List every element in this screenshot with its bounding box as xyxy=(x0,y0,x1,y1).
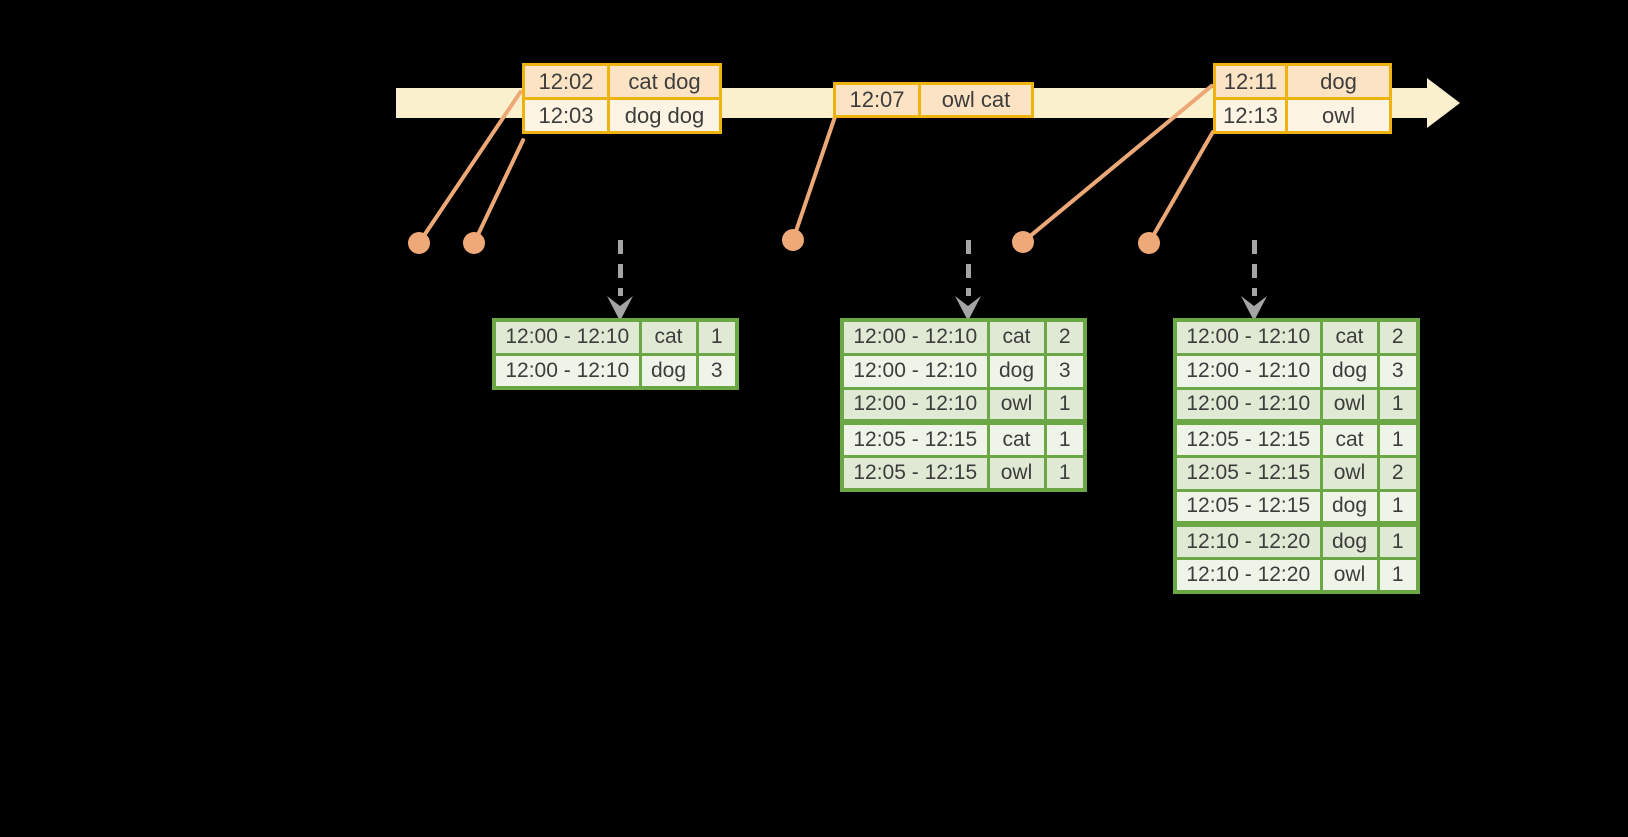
count-cell: 1 xyxy=(695,318,739,356)
word-cell: cat xyxy=(986,318,1047,356)
count-cell: 1 xyxy=(1043,419,1087,458)
count-cell: 2 xyxy=(1376,318,1420,356)
word-cell: owl xyxy=(1319,556,1380,594)
event-marker-dot-1 xyxy=(408,232,430,254)
word-cell: cat xyxy=(1319,419,1380,458)
result-row: 12:00 - 12:10 cat 1 xyxy=(492,318,739,356)
window-cell: 12:00 - 12:10 xyxy=(840,352,990,390)
event-time-cell: 12:11 xyxy=(1213,63,1288,100)
result-row: 12:00 - 12:10 owl 1 xyxy=(840,386,1087,424)
arrow-dash-line xyxy=(1251,240,1257,296)
window-cell: 12:00 - 12:10 xyxy=(840,318,990,356)
word-cell: owl xyxy=(1319,454,1380,492)
word-cell: dog xyxy=(1319,521,1380,560)
word-cell: owl xyxy=(986,454,1047,492)
event-time-cell: 12:13 xyxy=(1213,97,1288,134)
count-cell: 1 xyxy=(1043,386,1087,424)
result-row: 12:00 - 12:10 dog 3 xyxy=(1173,352,1420,390)
result-row: 12:05 - 12:15 owl 1 xyxy=(840,454,1087,492)
arrow-dash-line xyxy=(617,240,623,296)
event-marker-dot-3 xyxy=(782,229,804,251)
word-cell: dog xyxy=(986,352,1047,390)
word-cell: dog xyxy=(1319,352,1380,390)
event-batch-table-2: 12:07 owl cat xyxy=(833,82,1034,118)
event-marker-dot-2 xyxy=(463,232,485,254)
word-cell: cat xyxy=(638,318,699,356)
count-cell: 1 xyxy=(1043,454,1087,492)
event-words-cell: owl xyxy=(1285,97,1392,134)
event-words-cell: cat dog xyxy=(607,63,722,100)
count-cell: 3 xyxy=(1376,352,1420,390)
count-cell: 1 xyxy=(1376,556,1420,594)
event-batch-table-1: 12:02 cat dog 12:03 dog dog xyxy=(522,63,722,134)
window-cell: 12:10 - 12:20 xyxy=(1173,556,1323,594)
result-row: 12:05 - 12:15 dog 1 xyxy=(1173,488,1420,526)
event-row: 12:02 cat dog xyxy=(522,63,722,100)
event-row: 12:03 dog dog xyxy=(522,97,722,134)
window-cell: 12:00 - 12:10 xyxy=(492,352,642,390)
word-cell: owl xyxy=(986,386,1047,424)
count-cell: 3 xyxy=(1043,352,1087,390)
window-cell: 12:10 - 12:20 xyxy=(1173,521,1323,560)
arrow-chevron-icon xyxy=(955,296,981,321)
count-cell: 1 xyxy=(1376,386,1420,424)
arrow-chevron-icon xyxy=(1241,296,1267,321)
window-cell: 12:00 - 12:10 xyxy=(1173,318,1323,356)
result-row: 12:05 - 12:15 cat 1 xyxy=(840,419,1087,458)
event-connector-line-5 xyxy=(1147,129,1216,244)
result-table-1: 12:00 - 12:10 cat 1 12:00 - 12:10 dog 3 xyxy=(492,318,739,390)
count-cell: 1 xyxy=(1376,521,1420,560)
word-cell: dog xyxy=(638,352,699,390)
event-marker-dot-5 xyxy=(1138,232,1160,254)
result-table-2: 12:00 - 12:10 cat 2 12:00 - 12:10 dog 3 … xyxy=(840,318,1087,492)
window-cell: 12:00 - 12:10 xyxy=(492,318,642,356)
result-row: 12:05 - 12:15 owl 2 xyxy=(1173,454,1420,492)
timeline-arrowhead-icon xyxy=(1427,78,1460,128)
result-row: 12:05 - 12:15 cat 1 xyxy=(1173,419,1420,458)
window-cell: 12:00 - 12:10 xyxy=(1173,386,1323,424)
window-cell: 12:00 - 12:10 xyxy=(840,386,990,424)
result-row: 12:10 - 12:20 owl 1 xyxy=(1173,556,1420,594)
count-cell: 3 xyxy=(695,352,739,390)
count-cell: 1 xyxy=(1376,419,1420,458)
event-marker-dot-4 xyxy=(1012,231,1034,253)
result-table-3: 12:00 - 12:10 cat 2 12:00 - 12:10 dog 3 … xyxy=(1173,318,1420,594)
word-cell: cat xyxy=(1319,318,1380,356)
count-cell: 1 xyxy=(1376,488,1420,526)
word-cell: cat xyxy=(986,419,1047,458)
arrow-chevron-icon xyxy=(607,296,633,321)
event-words-cell: owl cat xyxy=(918,82,1034,118)
event-row: 12:07 owl cat xyxy=(833,82,1034,118)
arrow-dash-line xyxy=(965,240,971,296)
window-cell: 12:05 - 12:15 xyxy=(1173,488,1323,526)
event-row: 12:11 dog xyxy=(1213,63,1392,100)
count-cell: 2 xyxy=(1043,318,1087,356)
event-words-cell: dog xyxy=(1285,63,1392,100)
result-row: 12:00 - 12:10 dog 3 xyxy=(840,352,1087,390)
word-cell: dog xyxy=(1319,488,1380,526)
event-batch-table-3: 12:11 dog 12:13 owl xyxy=(1213,63,1392,134)
event-words-cell: dog dog xyxy=(607,97,722,134)
event-connector-line-3 xyxy=(791,106,841,241)
window-cell: 12:05 - 12:15 xyxy=(1173,454,1323,492)
window-cell: 12:05 - 12:15 xyxy=(840,454,990,492)
word-cell: owl xyxy=(1319,386,1380,424)
window-cell: 12:00 - 12:10 xyxy=(1173,352,1323,390)
result-row: 12:10 - 12:20 dog 1 xyxy=(1173,521,1420,560)
event-row: 12:13 owl xyxy=(1213,97,1392,134)
window-cell: 12:05 - 12:15 xyxy=(1173,419,1323,458)
event-time-cell: 12:02 xyxy=(522,63,610,100)
result-row: 12:00 - 12:10 owl 1 xyxy=(1173,386,1420,424)
result-row: 12:00 - 12:10 cat 2 xyxy=(840,318,1087,356)
result-row: 12:00 - 12:10 dog 3 xyxy=(492,352,739,390)
result-row: 12:00 - 12:10 cat 2 xyxy=(1173,318,1420,356)
count-cell: 2 xyxy=(1376,454,1420,492)
event-time-cell: 12:07 xyxy=(833,82,921,118)
event-time-cell: 12:03 xyxy=(522,97,610,134)
window-cell: 12:05 - 12:15 xyxy=(840,419,990,458)
